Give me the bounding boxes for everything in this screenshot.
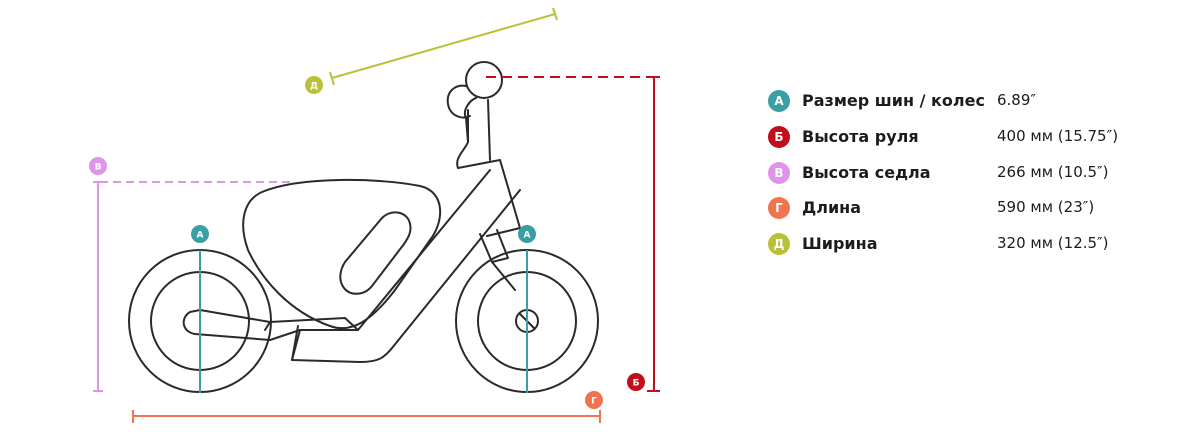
legend-value: 400 мм (15.75″) bbox=[997, 127, 1119, 145]
marker-d: Д bbox=[305, 76, 323, 94]
legend-row-handlebar-height: Б Высота руля 400 мм (15.75″) bbox=[768, 124, 1168, 152]
handlebar-stem bbox=[456, 99, 491, 169]
legend-name: Длина bbox=[802, 198, 862, 217]
legend-name: Высота руля bbox=[802, 127, 919, 146]
head-tube bbox=[457, 159, 521, 237]
svg-text:Г: Г bbox=[591, 397, 597, 407]
marker-b: Б bbox=[627, 373, 645, 391]
width-dimension bbox=[329, 7, 558, 86]
marker-v: В bbox=[89, 157, 107, 175]
wheel-size-dimension bbox=[199, 250, 528, 393]
legend-name: Размер шин / колес bbox=[802, 91, 985, 110]
svg-text:Б: Б bbox=[633, 379, 640, 389]
handlebar-height-dimension bbox=[486, 76, 660, 392]
body-grip-slot bbox=[339, 211, 412, 295]
legend-name: Высота седла bbox=[802, 163, 931, 182]
badge-v: В bbox=[768, 162, 790, 184]
legend-name: Ширина bbox=[802, 234, 878, 253]
legend-row-width: Д Ширина 320 мм (12.5″) bbox=[768, 231, 1168, 259]
badge-d: Д bbox=[768, 233, 790, 255]
legend-value: 266 мм (10.5″) bbox=[997, 163, 1109, 181]
legend-row-length: Г Длина 590 мм (23″) bbox=[768, 195, 1168, 223]
badge-g: Г bbox=[768, 197, 790, 219]
marker-g: Г bbox=[585, 391, 603, 409]
length-dimension bbox=[132, 410, 601, 423]
marker-a-rear: А bbox=[191, 225, 209, 243]
down-tube bbox=[291, 189, 521, 363]
bike-dimensions-diagram: Д В А А Б Г bbox=[89, 7, 660, 423]
legend-value: 590 мм (23″) bbox=[997, 198, 1095, 216]
seat-height-dimension bbox=[93, 181, 290, 392]
svg-text:А: А bbox=[524, 231, 531, 241]
svg-text:В: В bbox=[95, 163, 102, 173]
legend-row-wheel-size: А Размер шин / колес 6.89″ bbox=[768, 88, 1168, 116]
legend-row-seat-height: В Высота седла 266 мм (10.5″) bbox=[768, 160, 1168, 188]
svg-text:Д: Д bbox=[310, 82, 318, 92]
legend-value: 320 мм (12.5″) bbox=[997, 234, 1109, 252]
handlebar-grip bbox=[465, 61, 503, 99]
rear-stay bbox=[182, 309, 359, 341]
seat-body bbox=[242, 178, 442, 330]
badge-b: Б bbox=[768, 126, 790, 148]
badge-a: А bbox=[768, 90, 790, 112]
legend-value: 6.89″ bbox=[997, 91, 1037, 109]
marker-a-front: А bbox=[518, 225, 536, 243]
svg-text:А: А bbox=[197, 231, 204, 241]
